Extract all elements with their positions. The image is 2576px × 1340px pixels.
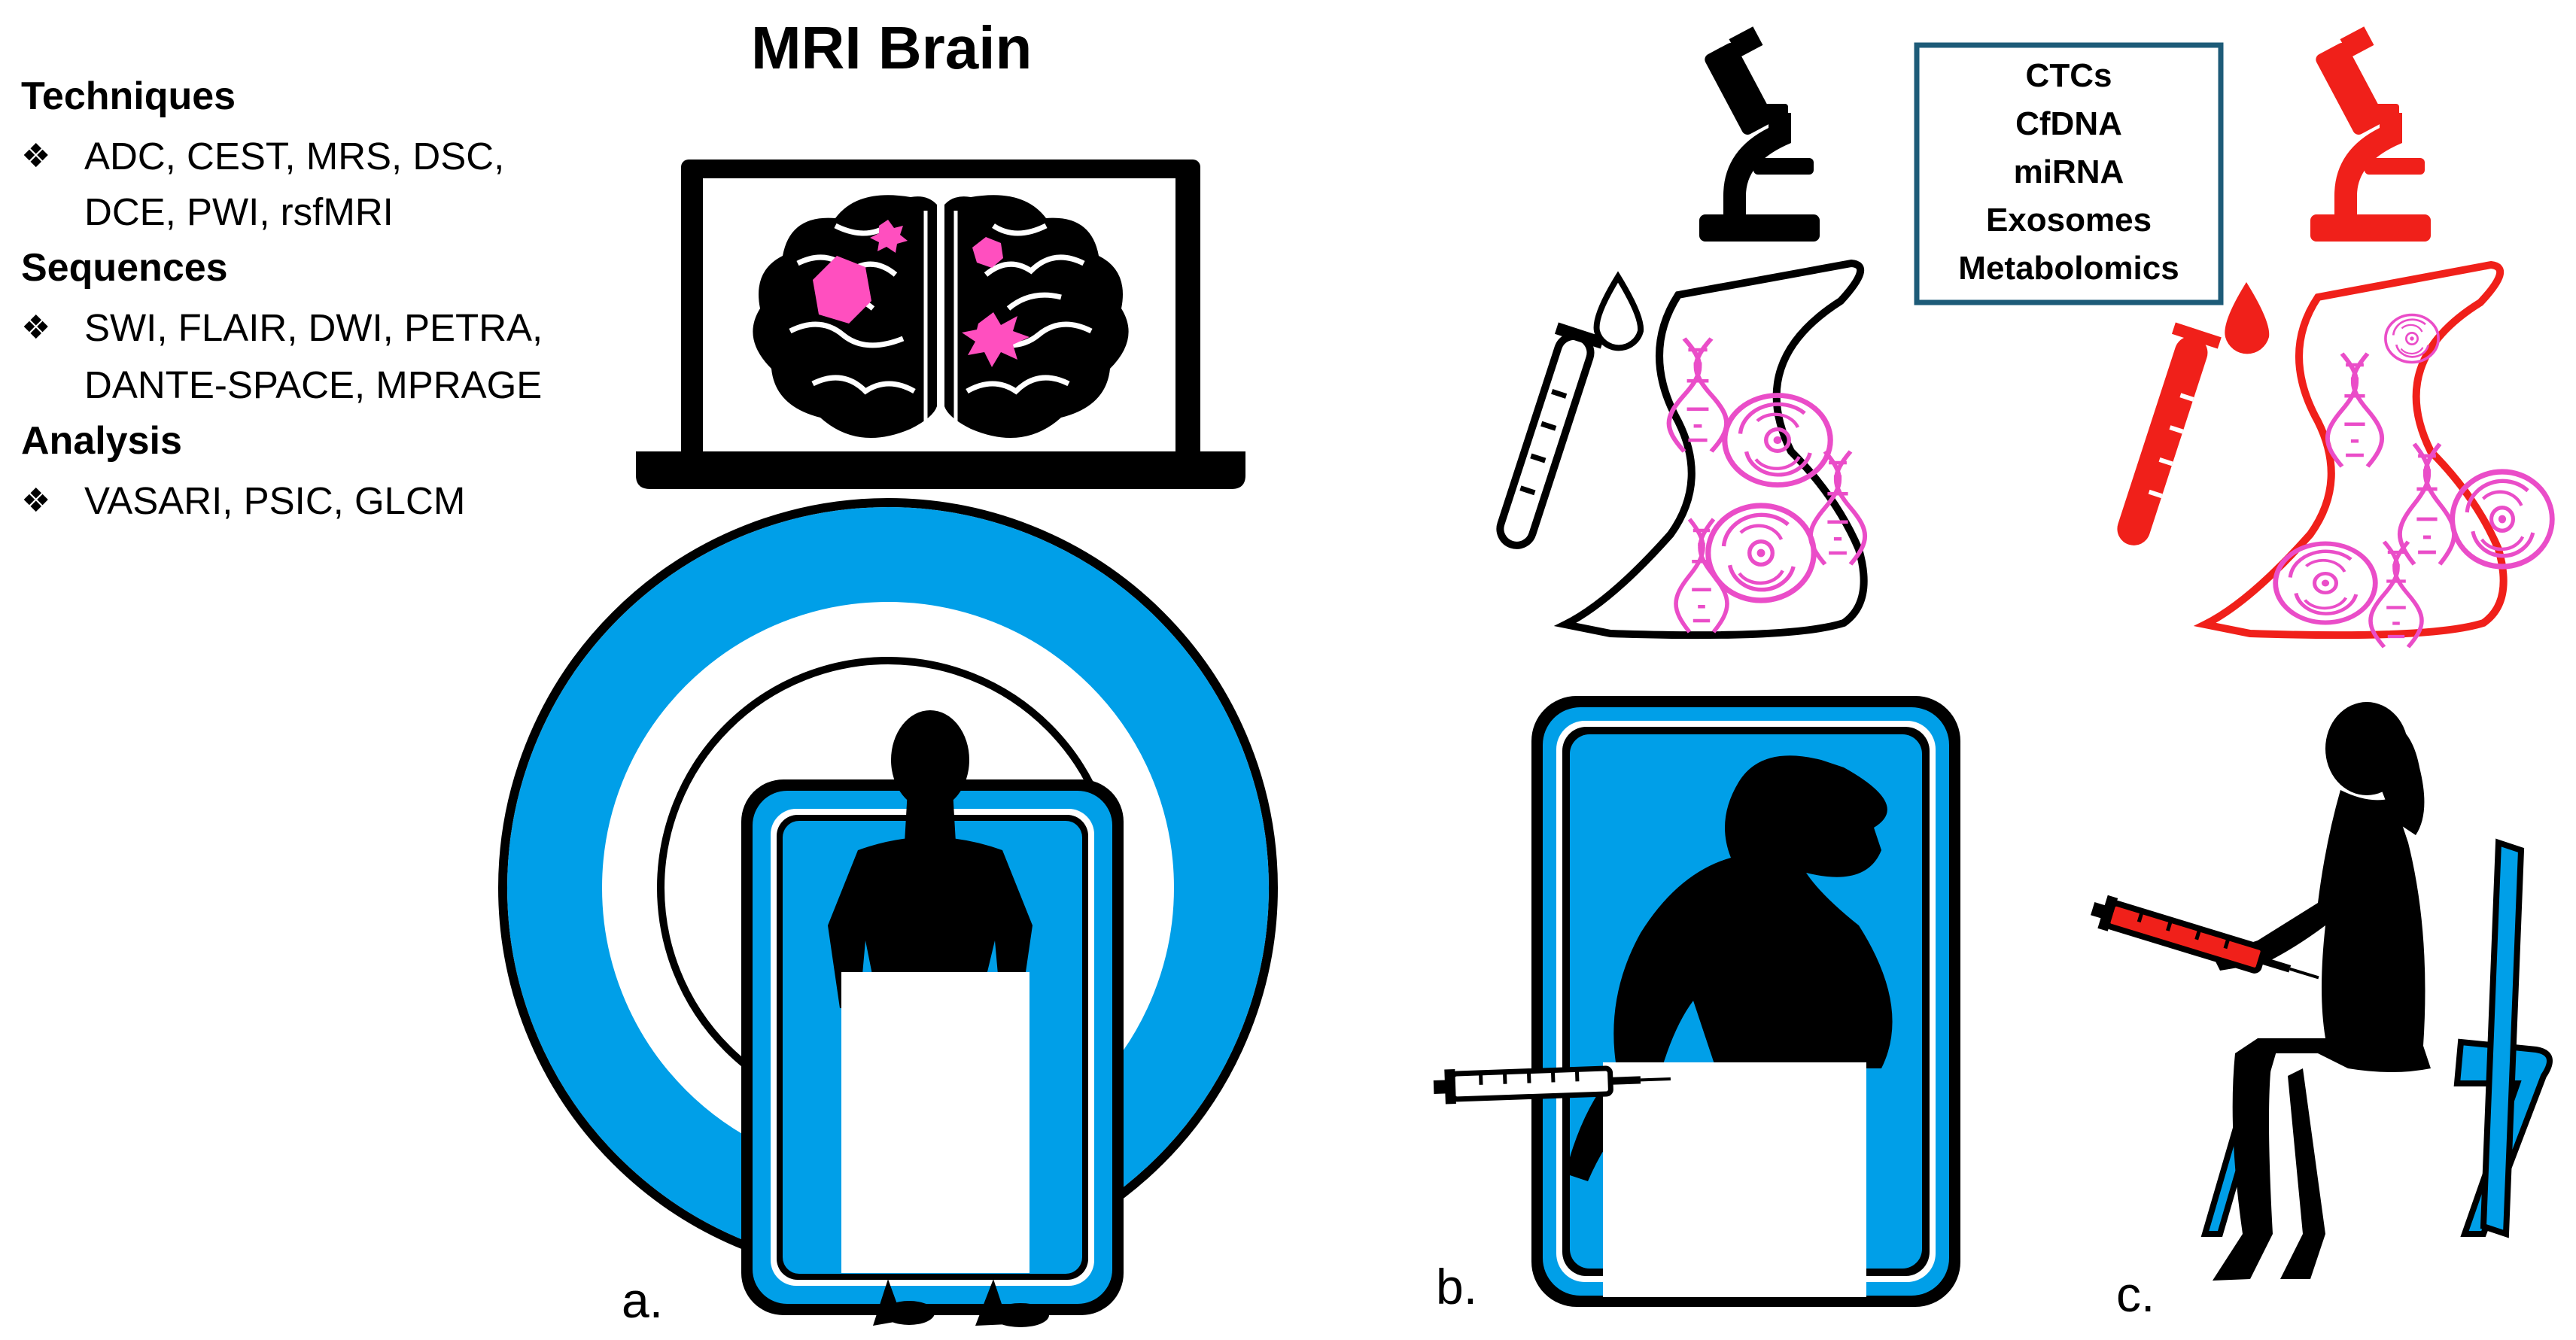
laptop-icon <box>636 160 1245 489</box>
syringe-icon <box>1433 1065 1671 1105</box>
biomarker-label: Exosomes <box>1985 202 2152 239</box>
biomarker-label: Metabolomics <box>1958 250 2179 287</box>
syringe-red-icon <box>2091 895 2319 980</box>
person-silhouette-icon <box>828 710 1049 1327</box>
panel-label-b: b. <box>1436 1259 1478 1314</box>
bullet-icon: ❖ <box>21 138 51 175</box>
blood-vessel-red-icon <box>2193 260 2508 640</box>
droplet-icon <box>1593 271 1644 351</box>
microscope-red-icon <box>2310 26 2431 242</box>
section-line: VASARI, PSIC, GLCM <box>84 479 466 522</box>
person-silhouette-c-icon <box>2213 702 2431 1281</box>
biomarker-label: CTCs <box>2025 57 2112 94</box>
test-tube-red-icon <box>2117 322 2222 545</box>
biomarker-box <box>1914 42 2224 305</box>
bullet-icon: ❖ <box>21 482 51 519</box>
section-line: DANTE-SPACE, MPRAGE <box>84 363 543 406</box>
section-heading-analysis: Analysis <box>21 419 182 463</box>
section-line: DCE, PWI, rsfMRI <box>84 190 394 233</box>
blood-droplet-icon <box>2225 282 2270 354</box>
privacy-sheet <box>841 972 1029 1273</box>
biomarker-label: CfDNA <box>2015 105 2122 142</box>
panel-label-c: c. <box>2116 1266 2155 1322</box>
brain-icon <box>753 195 1129 438</box>
biomarker-label: miRNA <box>2013 153 2124 190</box>
microscope-icon <box>1699 26 1820 242</box>
panel-label-a: a. <box>622 1272 664 1328</box>
main-title: MRI Brain <box>751 14 1033 81</box>
section-line: ADC, CEST, MRS, DSC, <box>84 135 505 178</box>
test-tube-icon <box>1496 322 1604 549</box>
section-line: SWI, FLAIR, DWI, PETRA, <box>84 306 543 349</box>
section-heading-sequences: Sequences <box>21 246 228 290</box>
privacy-sheet-b <box>1603 1062 1866 1297</box>
section-heading-techniques: Techniques <box>21 74 236 118</box>
bullet-icon: ❖ <box>21 309 51 346</box>
